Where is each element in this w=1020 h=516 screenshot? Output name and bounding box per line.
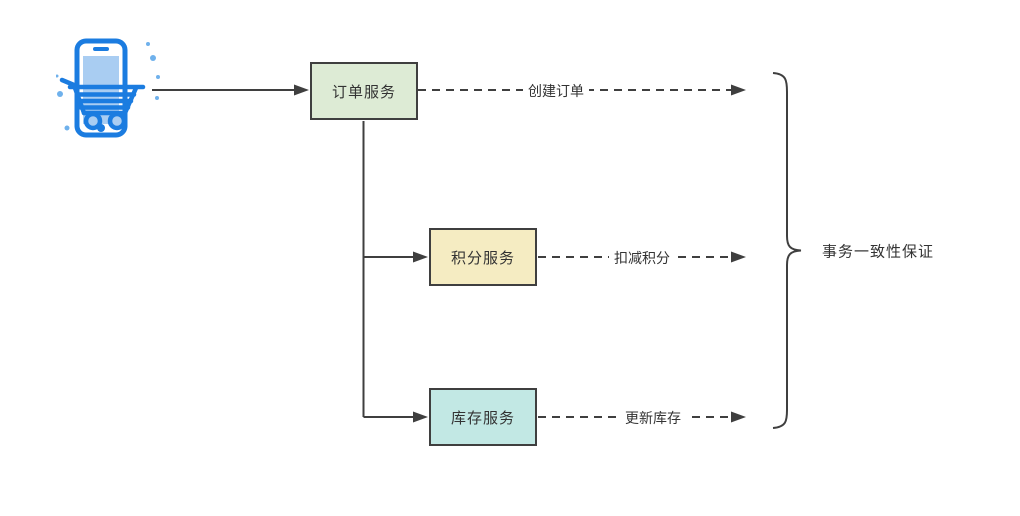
decor-dot [156,75,160,79]
arrowhead-client-order [294,84,309,96]
cart-wheel-left [83,111,103,131]
node-points-service: 积分服务 [429,228,537,286]
decor-dot [150,55,156,61]
arrowhead-update-inventory [731,411,746,423]
brace-annotation: 事务一致性保证 [822,243,935,261]
decor-dot [155,96,159,100]
cart-wheel-right [107,111,127,131]
node-order-service: 订单服务 [310,62,418,120]
arrowhead-deduct-points [731,251,746,263]
phone-speaker [93,47,109,51]
node-points-service-label: 积分服务 [450,249,515,267]
edge-label-deduct-points: 扣减积分 [609,248,675,268]
node-inventory-service-label: 库存服务 [450,409,515,427]
node-order-service-label: 订单服务 [331,83,396,101]
arrowhead-create-order [731,84,746,96]
edge-label-update-inventory: 更新库存 [620,408,686,428]
decor-dot [146,42,150,46]
decor-dot [56,74,59,78]
cart-handle [59,77,77,88]
mobile-shopping-cart-icon [56,38,160,138]
decor-dot [57,91,63,97]
shopping-cart [59,77,146,131]
edge-label-create-order: 创建订单 [523,81,589,101]
arrowhead-order-points [413,251,428,263]
arrowhead-order-inventory [413,411,428,423]
brace [772,72,802,429]
decor-dot [64,125,70,131]
node-inventory-service: 库存服务 [429,388,537,446]
